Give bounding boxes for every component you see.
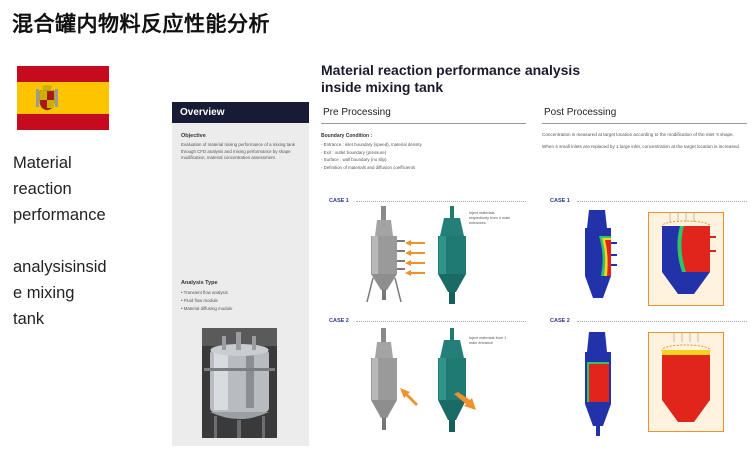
post-heading-rule — [542, 123, 747, 124]
boundary-condition-title: Boundary Condition : — [321, 133, 373, 139]
case2-contour-detail — [648, 332, 724, 432]
slide-title: Material reaction performance analysis i… — [321, 62, 641, 96]
boundary-condition-list: - Entrance : inlet boundary (speed), mat… — [321, 141, 422, 171]
post-processing-text: Concentration is measured at target loca… — [542, 132, 747, 150]
post-case1-rule — [577, 201, 747, 202]
slide-image: Overview Objective Evaluation of materia… — [172, 56, 750, 446]
slide-title-line: Material reaction performance analysis — [321, 62, 581, 78]
case2-contour-tank — [585, 332, 611, 436]
post-text-paragraph: Concentration is measured at target loca… — [542, 132, 734, 137]
pre-heading-rule — [321, 123, 526, 124]
case1-contour-detail — [648, 212, 724, 306]
case1-inject-note: Inject materials respectively from 4 mai… — [469, 211, 511, 225]
objective-title: Objective — [181, 133, 206, 139]
coat-of-arms-icon — [36, 85, 58, 111]
post-case2-rule — [577, 321, 747, 322]
analysis-type-item: • Transient flow analysis — [181, 290, 228, 295]
analysis-type-title: Analysis Type — [181, 280, 218, 286]
side-caption: Material reaction performance analysisin… — [13, 150, 123, 332]
overview-panel: Overview Objective Evaluation of materia… — [172, 102, 309, 446]
case1-contour-tank — [585, 210, 617, 298]
case1-teal-tank — [438, 206, 466, 304]
side-caption-line: Material — [13, 154, 72, 172]
boundary-condition-item: - Exit : outlet boundary (pressure) — [321, 149, 387, 155]
boundary-condition-item: - Entrance : inlet boundary (speed), mat… — [321, 142, 422, 147]
pre-case1-rule — [356, 201, 526, 202]
post-case1-label: CASE 1 — [550, 198, 570, 204]
case1-gray-tank — [366, 206, 405, 303]
post-case2-label: CASE 2 — [550, 318, 570, 324]
analysis-type-list: • Transient flow analysis • Fluid flow m… — [181, 289, 233, 313]
side-caption-line: tank — [13, 310, 45, 328]
mixing-tank-photo — [202, 328, 277, 438]
side-caption-line: analysisinsid — [13, 258, 107, 276]
boundary-condition-item: - Definition of materials and diffusion … — [321, 164, 416, 170]
case1-inlet-arrows — [405, 240, 425, 276]
side-caption-line: e mixing — [13, 284, 75, 302]
analysis-type-item: • Material diffusing module — [181, 306, 233, 311]
boundary-condition-item: - Surface : wall boundary (no slip) — [321, 157, 387, 162]
case2-inject-note: Inject materials from 1 main entrance — [469, 336, 507, 345]
slide-title-line: inside mixing tank — [321, 79, 444, 95]
post-text-paragraph: When 4 small inlets are replaced by 1 la… — [542, 143, 740, 149]
pre-processing-heading: Pre Processing — [323, 107, 391, 118]
analysis-type-item: • Fluid flow module — [181, 298, 218, 303]
pre-case1-label: CASE 1 — [329, 198, 349, 204]
pre-case2-rule — [356, 321, 526, 322]
objective-text: Evaluation of material mixing performanc… — [181, 142, 295, 160]
case2-inlet-arrow — [400, 388, 418, 406]
overview-header: Overview — [172, 102, 309, 123]
page-heading: 混合罐内物料反应性能分析 — [12, 12, 270, 36]
case2-teal-tank — [438, 328, 466, 432]
side-caption-line: reaction — [13, 180, 72, 198]
side-caption-line: performance — [13, 206, 106, 224]
pre-case2-label: CASE 2 — [329, 318, 349, 324]
case2-teal-inlet-arrow — [454, 392, 476, 410]
post-processing-heading: Post Processing — [544, 107, 617, 118]
case2-gray-tank — [371, 328, 397, 430]
spain-flag-icon — [17, 66, 109, 130]
